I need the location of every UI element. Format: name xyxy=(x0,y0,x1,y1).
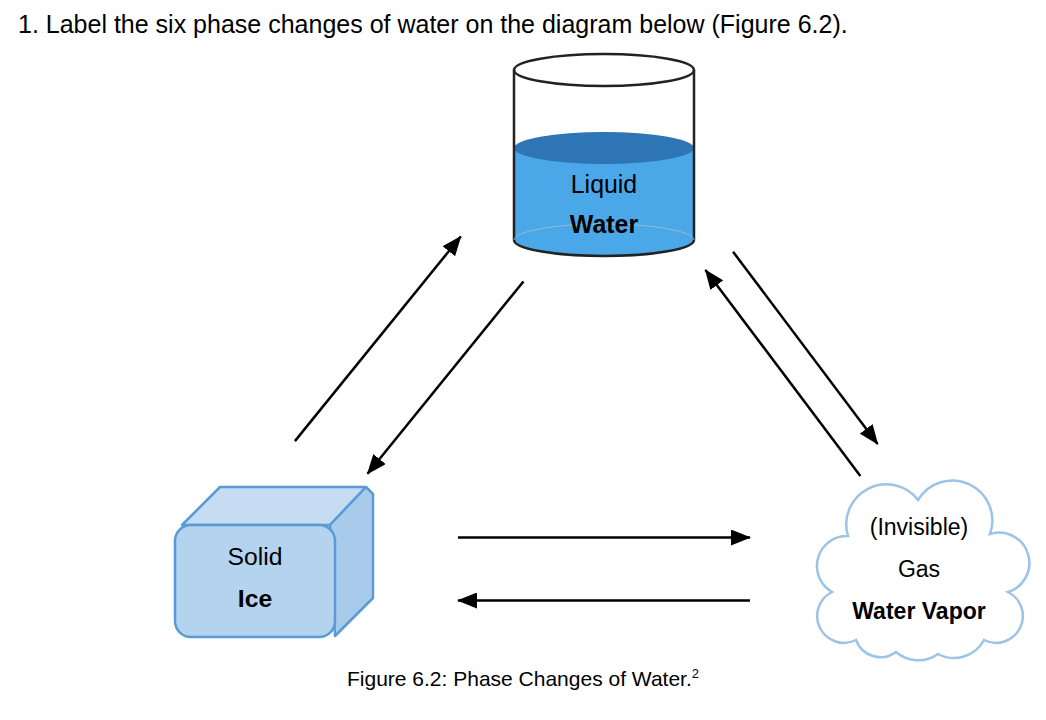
node-label: Water xyxy=(508,204,700,244)
phase-change-arrow xyxy=(733,252,878,444)
phase-change-arrow xyxy=(295,236,461,441)
water-body xyxy=(514,148,694,256)
question-title: 1. Label the six phase changes of water … xyxy=(18,10,848,39)
phase-change-arrow xyxy=(458,536,750,539)
node-text-group: SolidIce xyxy=(175,536,335,620)
ice-front xyxy=(175,525,335,637)
node-label: Ice xyxy=(175,578,335,620)
phase-change-arrow xyxy=(368,281,524,473)
node-label: Gas xyxy=(818,548,1020,590)
node-text-group: LiquidWater xyxy=(508,164,700,244)
water-surface xyxy=(514,132,694,164)
cloud-outline xyxy=(817,481,1029,661)
node-label: (Invisible) xyxy=(818,506,1020,548)
node-label: Liquid xyxy=(508,164,700,204)
ice-cube: SolidIce xyxy=(170,480,380,642)
node-text-group: (Invisible)GasWater Vapor xyxy=(818,506,1020,632)
node-label: Solid xyxy=(175,536,335,578)
phase-change-arrow xyxy=(705,270,860,476)
caption-row: Figure 6.2: Phase Changes of Water.2 xyxy=(0,666,1046,691)
beaker-rim xyxy=(514,54,694,86)
ice-side xyxy=(330,487,373,636)
footnote-number: 2 xyxy=(692,666,699,681)
figure-caption: Figure 6.2: Phase Changes of Water. xyxy=(347,667,692,690)
node-label: Water Vapor xyxy=(818,590,1020,632)
vapor-cloud: (Invisible)GasWater Vapor xyxy=(818,488,1020,660)
phase-change-arrow xyxy=(458,599,750,602)
liquid-beaker: LiquidWater xyxy=(508,48,700,262)
